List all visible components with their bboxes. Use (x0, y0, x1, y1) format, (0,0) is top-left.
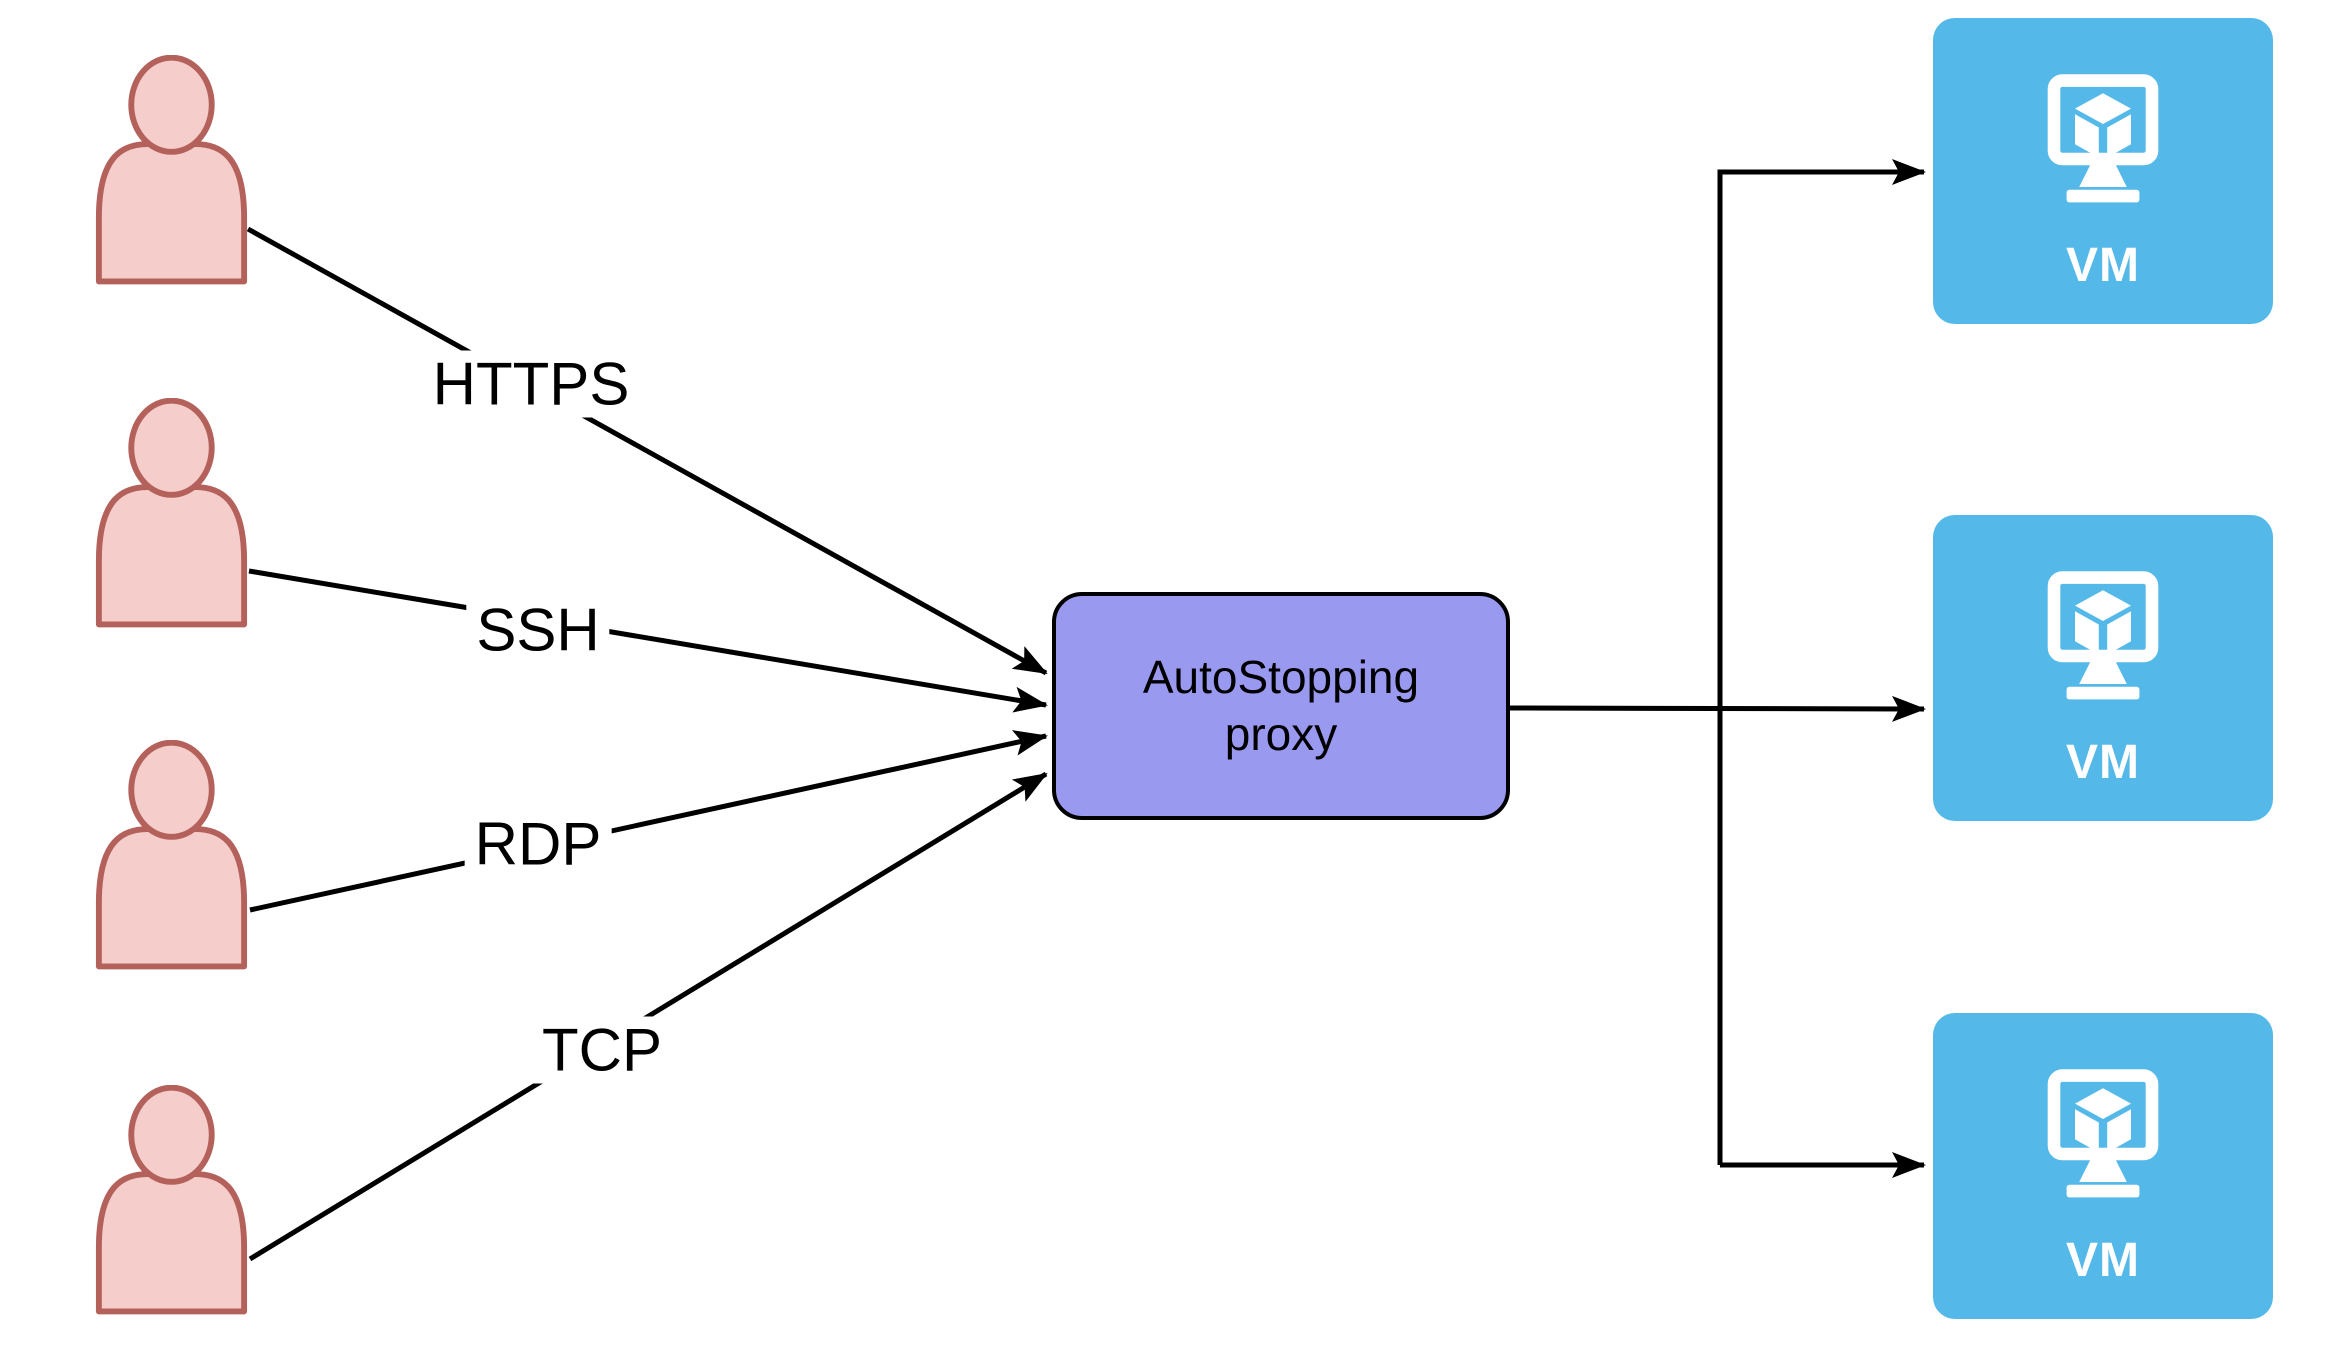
edge-proxy-to-vm-middle (1509, 695, 1926, 722)
vm-label: VM (2066, 1234, 2140, 1287)
vm-node: VM (1933, 515, 2273, 821)
vm-node: VM (1933, 18, 2273, 324)
user-figure (93, 1085, 250, 1317)
person-icon (95, 55, 248, 285)
vm-label: VM (2066, 239, 2140, 292)
vm-monitor-icon (2047, 74, 2159, 203)
edge-https (246, 226, 1048, 676)
edge-proxy-to-vm-top (1717, 159, 1926, 1165)
vm-label: VM (2066, 736, 2140, 789)
user-figure (93, 740, 250, 972)
edge-ssh (248, 568, 1048, 713)
edge-label-tcp: TCP (532, 1016, 672, 1084)
person-icon (95, 1085, 248, 1315)
person-icon (95, 740, 248, 970)
vm-monitor-icon (2047, 571, 2159, 700)
user-figure (93, 398, 250, 630)
person-icon (95, 398, 248, 628)
vm-monitor-icon (2047, 1069, 2159, 1198)
edge-label-https: HTTPS (422, 350, 640, 418)
edge-label-rdp: RDP (464, 810, 612, 878)
vm-node: VM (1933, 1013, 2273, 1319)
autostopping-proxy-node: AutoStopping proxy (1052, 592, 1510, 820)
edge-label-ssh: SSH (466, 596, 610, 664)
user-figure (93, 55, 250, 287)
edge-rdp (249, 730, 1048, 913)
